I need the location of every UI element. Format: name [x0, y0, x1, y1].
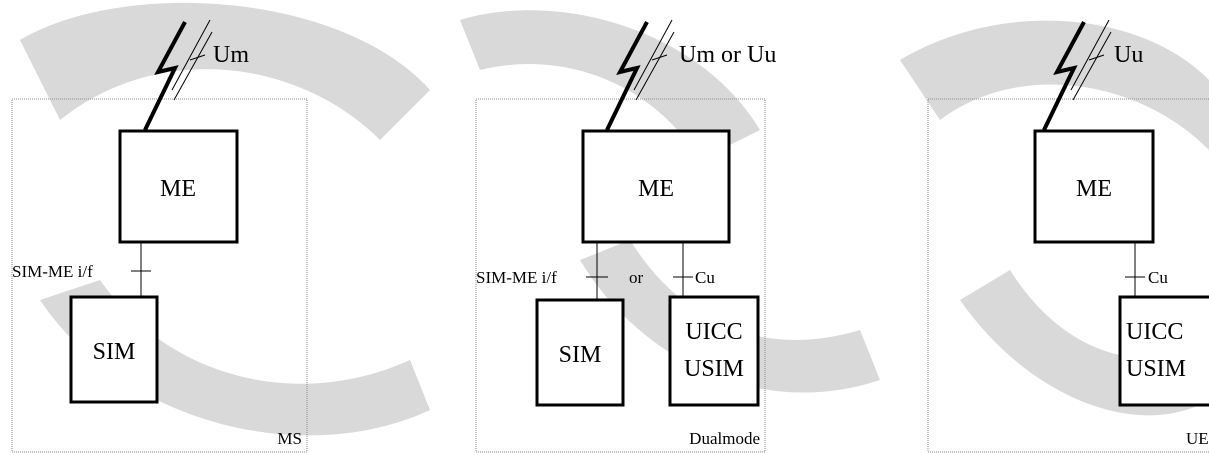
ue-diagram: Uu ME Cu UICC USIM UE — [927, 19, 1209, 453]
ue-cu-label: Cu — [1148, 268, 1168, 287]
ue-radio-interface-label: Uu — [1114, 42, 1143, 68]
ms-sim-label: SIM — [93, 339, 136, 365]
ms-sim-me-if-label: SIM-ME i/f — [12, 262, 93, 281]
ms-sim-box — [69, 295, 159, 404]
ue-terminal-boundary — [927, 98, 1209, 453]
ue-me-label: ME — [1076, 176, 1112, 202]
dualmode-cu-label: Cu — [695, 268, 715, 287]
ue-uicc-box — [1118, 295, 1209, 407]
dualmode-sim-box — [535, 298, 625, 407]
ue-me-box — [1033, 129, 1155, 244]
dualmode-me-label: ME — [638, 176, 674, 202]
ms-diagram: Um ME SIM-ME i/f SIM MS — [11, 19, 308, 453]
dualmode-me-box — [581, 129, 731, 244]
dualmode-terminal-label: Dualmode — [689, 429, 760, 448]
ms-me-label: ME — [160, 176, 196, 202]
dualmode-diagram: Um or Uu ME SIM-ME i/f or Cu SIM UICC US… — [475, 19, 776, 453]
ms-me-box — [118, 129, 239, 244]
radio-link-icon — [143, 19, 213, 131]
dualmode-radio-interface-label: Um or Uu — [679, 42, 776, 68]
ms-radio-interface-label: Um — [213, 42, 249, 68]
ue-usim-label: USIM — [1126, 356, 1186, 382]
radio-link-icon — [1042, 19, 1112, 131]
radio-link-icon — [605, 19, 675, 131]
dualmode-or-label: or — [629, 268, 644, 287]
ue-uicc-label: UICC — [1126, 319, 1183, 345]
dualmode-uicc-box — [668, 295, 760, 407]
dualmode-uicc-label: UICC — [685, 319, 742, 345]
dualmode-sim-me-if-label: SIM-ME i/f — [476, 268, 557, 287]
ms-terminal-label: MS — [277, 429, 302, 448]
ue-terminal-label: UE — [1186, 429, 1209, 448]
dualmode-sim-label: SIM — [559, 342, 602, 368]
dualmode-usim-label: USIM — [684, 356, 744, 382]
